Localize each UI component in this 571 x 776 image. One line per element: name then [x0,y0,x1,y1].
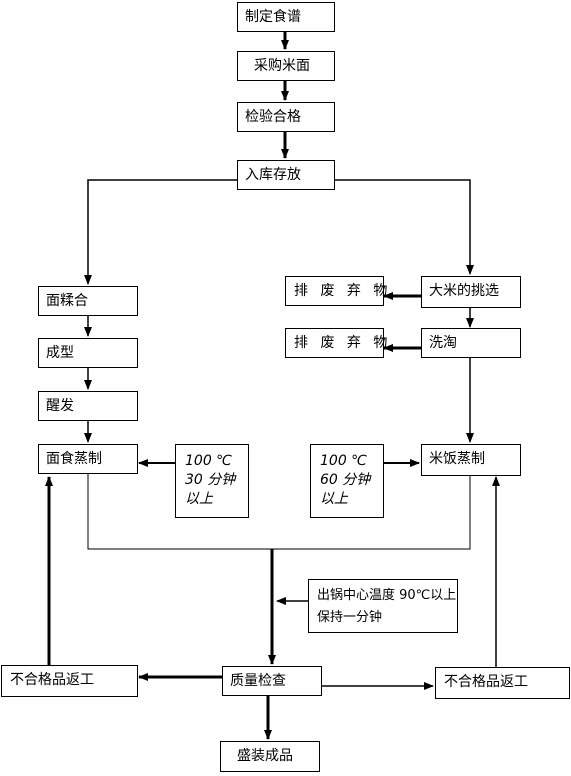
node-store: 入库存放 [237,160,335,190]
node-packaged: 盛装成品 [220,741,320,772]
node-purchase: 采购米面 [237,51,335,81]
node-shape: 成型 [38,338,138,368]
node-core-temp-note: 出锅中心温度 90℃以上保持一分钟 [308,579,458,633]
node-steam-flour: 面食蒸制 [38,444,138,474]
node-knead: 面糅合 [38,286,138,316]
node-wash: 洗淘 [421,328,521,358]
node-quality-check: 质量检查 [222,666,322,696]
node-rice-select: 大米的挑选 [421,276,521,308]
node-discard-2: 排 废 弃 物 [285,328,387,358]
node-discard-1: 排 废 弃 物 [285,276,387,306]
node-inspect-pass: 检验合格 [237,102,335,132]
node-make-recipe: 制定食谱 [237,2,335,32]
node-steam-rice: 米饭蒸制 [421,444,521,476]
node-proof: 醒发 [38,391,138,421]
node-note-rice: 100 ℃ 60 分钟以上 [310,444,384,518]
node-note-flour: 100 ℃ 30 分钟以上 [175,444,249,518]
node-rework-left: 不合格品返工 [1,665,138,697]
arrow-store-to-knead [84,179,237,285]
merge-line [87,474,471,550]
node-rework-right: 不合格品返工 [435,667,570,699]
arrow-store-to-rice-select [333,179,474,275]
